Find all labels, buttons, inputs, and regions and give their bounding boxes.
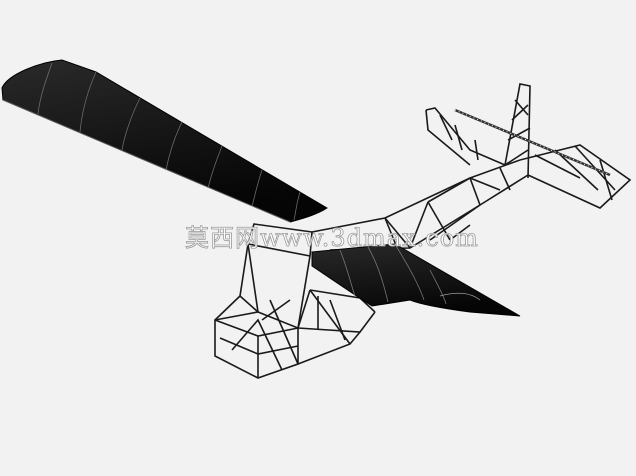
lower-wing-ribs: [339, 245, 481, 305]
lower-wing: [311, 243, 521, 317]
watermark-text: 莫西网www.3dmax.com: [185, 224, 479, 253]
wing-ribs: [37, 62, 301, 221]
main-wing: [1, 59, 328, 223]
tail-spar-hatching: [454, 108, 611, 177]
